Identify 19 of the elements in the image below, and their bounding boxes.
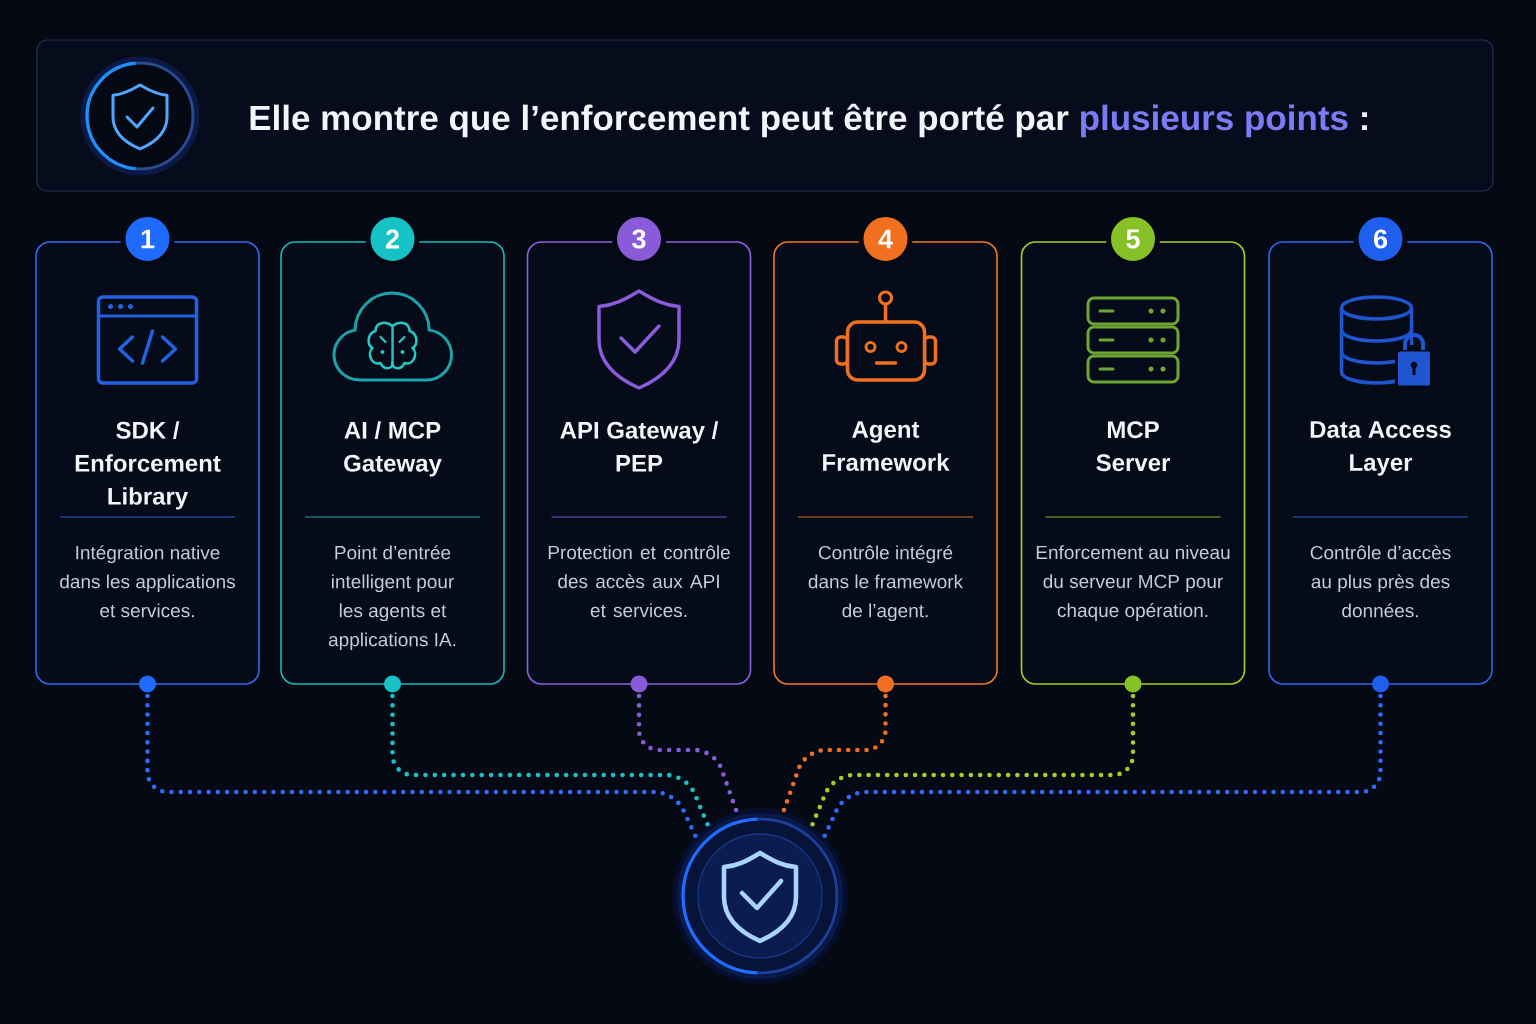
- card-text: Contrôle intégré dans le framework de l’agent.: [808, 545, 964, 622]
- card-title: Agent Framework: [823, 421, 950, 471]
- title: Elle montre que l’enforcement peut être porté par plusieurs points :: [250, 103, 1367, 138]
- dotted-connector: [145, 693, 698, 839]
- dotted-connector: [809, 693, 1136, 828]
- card-title: Data Access Layer: [1310, 421, 1451, 476]
- card-title: SDK / Enforcement Library: [75, 421, 221, 510]
- card-text: Protection et contrôle des accès aux API et services.: [548, 545, 730, 618]
- card-text: Contrôle d’accès au plus près des données.: [1310, 545, 1451, 618]
- dotted-connector: [390, 693, 711, 828]
- card-text: Intégration native dans les applications et services.: [60, 545, 235, 618]
- card-title: MCP Server: [1096, 421, 1170, 472]
- dotted-connector: [822, 693, 1383, 839]
- dotted-connector: [636, 693, 739, 814]
- card-text: Enforcement au niveau du serveur MCP pour chaque opération.: [1036, 545, 1230, 621]
- card-title: API Gateway / PEP: [560, 421, 719, 472]
- dotted-connector: [781, 693, 888, 814]
- card-text: Point d’entrée intelligent pour les agents et applications IA.: [328, 545, 456, 651]
- card-title: AI / MCP Gateway: [344, 421, 442, 477]
